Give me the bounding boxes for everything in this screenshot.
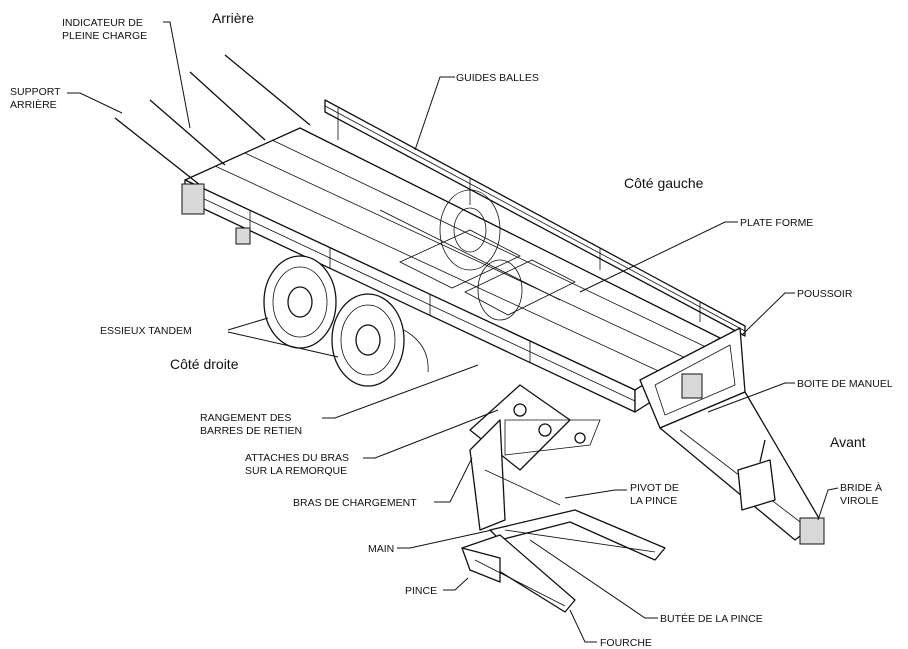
label-arm-attach-2: SUR LA REMORQUE — [245, 465, 347, 477]
label-hitch-1: BRIDE À — [840, 481, 882, 494]
label-full-load-indicator-1: INDICATEUR DE — [62, 17, 143, 29]
label-pusher: POUSSOIR — [797, 288, 853, 300]
label-rear-support-2: ARRIÈRE — [10, 98, 57, 111]
label-clamp-stop: BUTÉE DE LA PINCE — [660, 612, 763, 625]
label-manual-box: BOITE DE MANUEL — [797, 378, 893, 390]
label-right-side: Côté droite — [170, 356, 239, 372]
label-platform: PLATE FORME — [740, 217, 813, 229]
label-hand: MAIN — [368, 543, 394, 555]
label-clamp-pivot-2: LA PINCE — [630, 495, 677, 507]
label-rear-support-1: SUPPORT — [10, 86, 61, 98]
label-left-side: Côté gauche — [624, 175, 704, 191]
label-full-load-indicator-2: PLEINE CHARGE — [62, 30, 147, 42]
label-rear: Arrière — [212, 10, 254, 26]
bale-guide-rail — [324, 99, 746, 337]
label-clamp: PINCE — [405, 585, 437, 597]
trailer-drawing — [114, 54, 825, 613]
label-clamp-pivot-1: PIVOT DE — [630, 482, 679, 494]
label-loading-arm: BRAS DE CHARGEMENT — [293, 497, 417, 509]
tongue-hitch — [659, 391, 825, 545]
label-hitch-2: VIROLE — [840, 495, 879, 507]
label-tandem-axles: ESSIEUX TANDEM — [100, 325, 192, 337]
label-storage-bars-2: BARRES DE RETIEN — [200, 425, 302, 437]
label-storage-bars-1: RANGEMENT DES — [200, 412, 291, 424]
label-bale-guides: GUIDES BALLES — [456, 72, 539, 84]
label-fork: FOURCHE — [600, 637, 652, 649]
inner-frame — [379, 189, 561, 321]
leader-lines — [67, 21, 839, 643]
label-front: Avant — [830, 434, 866, 450]
label-arm-attach-1: ATTACHES DU BRAS — [245, 452, 349, 464]
loading-arm — [469, 384, 601, 531]
fork-clamp — [461, 509, 666, 613]
rear-support-arms — [114, 54, 311, 245]
